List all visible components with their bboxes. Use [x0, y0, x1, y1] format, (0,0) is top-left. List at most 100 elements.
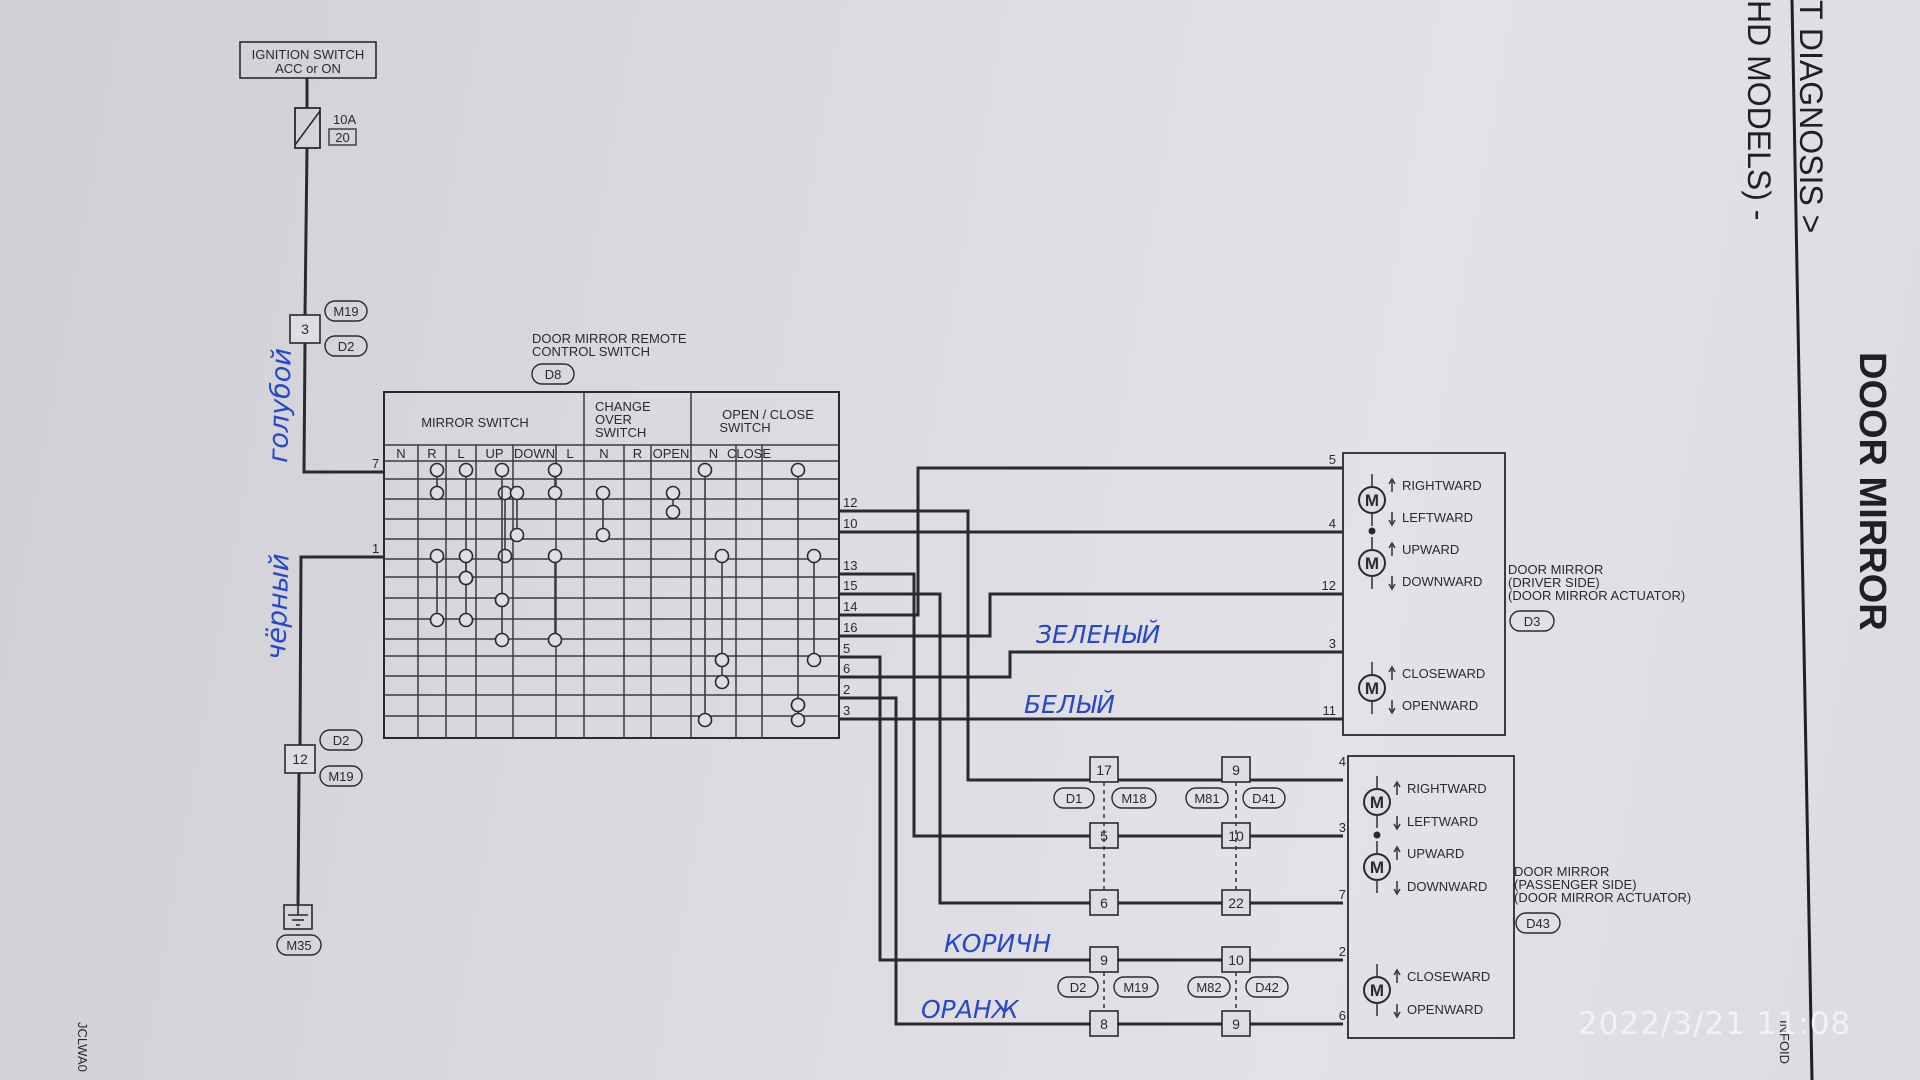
- table-column-label: N: [599, 446, 608, 461]
- driver-label-line1: DOOR MIRROR: [1508, 562, 1603, 577]
- switch-table: MIRROR SWITCH CHANGE OVER SWITCH OPEN / …: [383, 391, 840, 739]
- contact-terminal: [714, 674, 730, 690]
- driver-pin: 5: [1329, 452, 1336, 467]
- group-open-close-line1: OPEN / CLOSE: [722, 407, 814, 422]
- table-column-label: DOWN: [514, 446, 555, 461]
- motor-function-label: UPWARD: [1407, 846, 1464, 861]
- connector-top: 3 M19 D2: [289, 300, 368, 357]
- contact-terminal: [697, 462, 713, 478]
- motor-symbol: M: [1365, 679, 1379, 698]
- joint-connector-label: D41: [1252, 791, 1276, 806]
- wire-fuse-connector: [303, 147, 309, 316]
- connector-bottom: 12 D2 M19: [284, 729, 363, 787]
- ignition-line1: IGNITION SWITCH: [252, 47, 365, 62]
- group-change-line1: CHANGE: [595, 399, 651, 414]
- wire-to-ground: [296, 772, 301, 906]
- contact-terminal: [494, 632, 510, 648]
- joint-connector-oval: [1245, 976, 1289, 998]
- contact-terminal: [714, 652, 730, 668]
- joint-pin: 9: [1100, 952, 1108, 968]
- contact-terminal: [458, 612, 474, 628]
- passenger-pin: 3: [1339, 820, 1346, 835]
- joint-pin-box: [1221, 756, 1251, 783]
- joint-connector-oval: [1057, 976, 1099, 998]
- contact-terminal: [458, 570, 474, 586]
- driver-mirror-box: MMMRIGHTWARDLEFTWARDUPWARDDOWNWARDCLOSEW…: [1342, 452, 1685, 736]
- switch-name-line2: CONTROL SWITCH: [532, 344, 650, 359]
- table-column-label: L: [457, 446, 464, 461]
- ground-connector: M35: [286, 938, 311, 953]
- contact-terminal: [494, 592, 510, 608]
- photo-timestamp: 2022/3/21 11:08: [1578, 1006, 1851, 1042]
- contact-terminal: [697, 712, 713, 728]
- contact-terminal: [790, 462, 806, 478]
- edge-text-1: T DIAGNOSIS >: [1793, 0, 1829, 233]
- joint-connector-label: M19: [1123, 980, 1148, 995]
- group-change-line2: OVER: [595, 412, 632, 427]
- contact-terminal: [458, 462, 474, 478]
- connector-bottom-c2: M19: [328, 769, 353, 784]
- joint-connector-oval: [1187, 976, 1231, 998]
- fuse-rating: 10A: [333, 112, 356, 127]
- arrow-up-icon: [1388, 477, 1396, 492]
- joint-pin: 10: [1228, 952, 1244, 968]
- switch-output-pin: 3: [843, 703, 850, 718]
- group-change-line3: SWITCH: [595, 425, 646, 440]
- page-title: DOOR MIRROR: [1851, 352, 1893, 631]
- table-column-label: L: [566, 446, 573, 461]
- motor-symbol: M: [1370, 981, 1384, 1000]
- contact-terminal: [509, 485, 525, 501]
- table-column-label: N: [396, 446, 405, 461]
- switch-output-pin: 10: [843, 516, 857, 531]
- passenger-pin: 4: [1339, 754, 1346, 769]
- wire-segment: [912, 574, 1343, 838]
- connector-top-c2: D2: [338, 339, 355, 354]
- motor-symbol: M: [1365, 554, 1379, 573]
- switch-input-pin-7: 7: [372, 456, 379, 471]
- arrow-up-icon: [1393, 968, 1401, 983]
- joint-pin-box: [1089, 946, 1119, 973]
- driver-label-line3: (DOOR MIRROR ACTUATOR): [1508, 588, 1685, 603]
- driver-pin: 4: [1329, 516, 1336, 531]
- connector-bottom-pin: 12: [292, 751, 308, 767]
- handwritten-white: БЕЛЫЙ: [1024, 690, 1115, 719]
- contact-terminal: [806, 548, 822, 564]
- arrow-down-icon: [1388, 700, 1396, 715]
- motor-function-label: DOWNWARD: [1402, 574, 1482, 589]
- motor-function-label: OPENWARD: [1402, 698, 1478, 713]
- contact-terminal: [547, 485, 563, 501]
- driver-connector: D3: [1524, 614, 1541, 629]
- joint-connector-label: M81: [1194, 791, 1219, 806]
- joint-pin-box: [1221, 1010, 1251, 1037]
- motor-function-label: RIGHTWARD: [1407, 781, 1487, 796]
- junction-dot: [1373, 831, 1381, 839]
- contact-terminal: [547, 462, 563, 478]
- motor-function-label: LEFTWARD: [1402, 510, 1473, 525]
- switch-output-pin: 14: [843, 599, 857, 614]
- arrow-down-icon: [1388, 576, 1396, 591]
- wire-segment: [839, 509, 1343, 782]
- arrow-up-icon: [1388, 665, 1396, 680]
- motor-function-label: CLOSEWARD: [1407, 969, 1490, 984]
- passenger-pin: 6: [1339, 1008, 1346, 1023]
- contact-terminal: [509, 527, 525, 543]
- handwritten-black-wire: чёрный: [261, 553, 296, 660]
- joint-pin-box: [1089, 822, 1119, 849]
- motor-function-label: DOWNWARD: [1407, 879, 1487, 894]
- arrow-up-icon: [1393, 780, 1401, 795]
- table-column-label: N: [709, 446, 718, 461]
- wire-segment: [839, 650, 1343, 679]
- joint-connector-label: D2: [1070, 980, 1087, 995]
- wire-segment: [839, 592, 1343, 905]
- driver-pin: 12: [1322, 578, 1336, 593]
- joint-pin: 6: [1100, 895, 1108, 911]
- joint-connector-label: D42: [1255, 980, 1279, 995]
- driver-pin: 3: [1329, 636, 1336, 651]
- table-column-label: OPEN: [653, 446, 690, 461]
- joint-connector-oval: [1242, 787, 1286, 809]
- joint-pin: 9: [1232, 1016, 1240, 1032]
- motor-symbol: M: [1370, 793, 1384, 812]
